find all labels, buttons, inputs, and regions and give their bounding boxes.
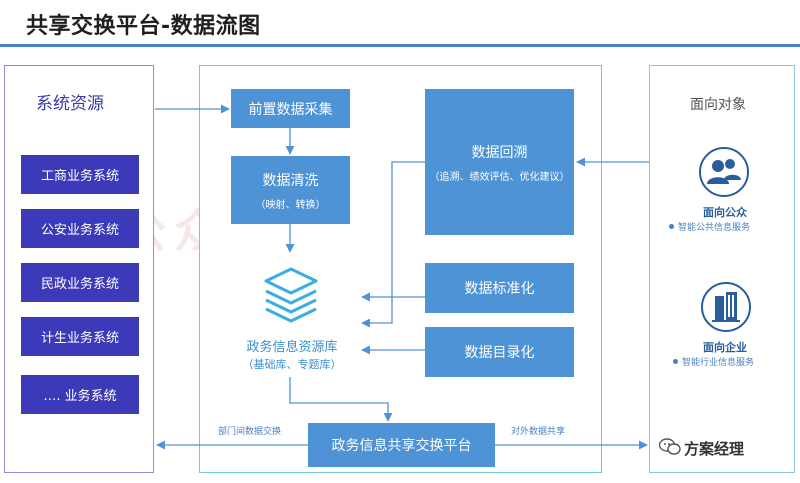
- audience-panel: [649, 65, 795, 473]
- title-rule: [0, 44, 800, 47]
- trace-label: 数据回溯: [471, 144, 528, 161]
- library-title: 政务信息资源库: [246, 340, 338, 355]
- source-heading: 系统资源: [36, 94, 104, 114]
- enterprise-description: 智能行业信息服务: [682, 358, 755, 368]
- exchange-label: 政务信息共享交换平台: [331, 438, 472, 454]
- arrow-trace-to-library: [361, 161, 425, 328]
- exchange-box: 政务信息共享交换平台: [308, 423, 495, 467]
- standardize-box: 数据标准化: [425, 263, 574, 313]
- public-label: 面向公众: [703, 206, 747, 219]
- enterprise-building-icon: [701, 282, 751, 332]
- public-user-icon: [699, 147, 749, 197]
- enterprise-label: 面向企业: [703, 341, 747, 354]
- collect-label: 前置数据采集: [248, 101, 333, 118]
- database-stack-icon: [264, 267, 318, 323]
- catalog-box: 数据目录化: [425, 327, 574, 377]
- system-box: 公安业务系统: [21, 209, 139, 248]
- system-box: …. 业务系统: [21, 375, 139, 414]
- system-box: 民政业务系统: [21, 263, 139, 302]
- collect-box: 前置数据采集: [231, 89, 350, 128]
- brand-name: 方案经理: [684, 440, 745, 458]
- system-box: 工商业务系统: [21, 155, 139, 194]
- trace-sublabel: （追溯、绩效评估、优化建议）: [429, 171, 570, 183]
- standardize-label: 数据标准化: [464, 281, 535, 297]
- public-bullet: [669, 224, 674, 229]
- department-exchange-label: 部门间数据交换: [218, 427, 282, 437]
- audience-heading: 面向对象: [690, 97, 746, 113]
- clean-sublabel: （映射、转换）: [255, 199, 326, 211]
- catalog-label: 数据目录化: [464, 345, 535, 361]
- public-description: 智能公共信息服务: [678, 223, 751, 233]
- system-box: 计生业务系统: [21, 317, 139, 356]
- enterprise-bullet: [673, 359, 678, 364]
- clean-box: 数据清洗 （映射、转换）: [231, 156, 350, 224]
- clean-label: 数据清洗: [262, 172, 319, 189]
- external-share-label: 对外数据共享: [511, 427, 566, 437]
- wechat-icon: [659, 438, 681, 455]
- arrow-library-to-exchange: [289, 377, 393, 422]
- library-subtitle: （基础库、专题库）: [242, 358, 342, 371]
- page-title: 共享交换平台-数据流图: [26, 14, 261, 39]
- trace-box: 数据回溯 （追溯、绩效评估、优化建议）: [425, 89, 574, 235]
